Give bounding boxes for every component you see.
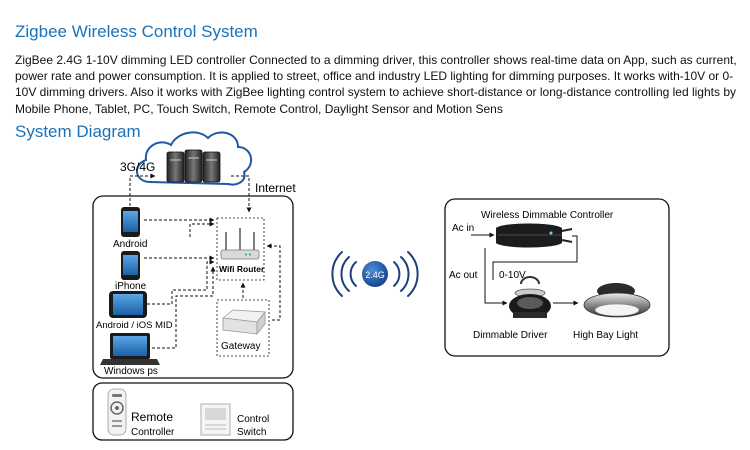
iphone-label: iPhone bbox=[115, 281, 147, 292]
internet-label: Internet bbox=[255, 181, 296, 195]
section-title: System Diagram bbox=[15, 122, 141, 141]
tablet-label: Android / iOS MID bbox=[96, 320, 173, 331]
pc-label: Windows ps bbox=[104, 366, 158, 377]
page-title: Zigbee Wireless Control System bbox=[15, 22, 258, 41]
laptop-icon[interactable] bbox=[100, 333, 160, 365]
android-phone-icon[interactable] bbox=[121, 207, 140, 237]
driver-label: Dimmable Driver bbox=[473, 330, 548, 341]
dim-range-label: 0-10V bbox=[499, 270, 526, 281]
android-label: Android bbox=[113, 239, 147, 250]
switch-label-line1: Control bbox=[237, 414, 269, 425]
remote-label-line1: Remote bbox=[131, 410, 173, 424]
wiring-lines bbox=[484, 235, 579, 306]
ac-in-label: Ac in bbox=[452, 223, 474, 234]
remote-controller-icon[interactable] bbox=[107, 388, 127, 436]
wifi-router-icon[interactable] bbox=[220, 228, 260, 260]
iphone-icon[interactable] bbox=[121, 251, 140, 280]
wireless-signal-icon bbox=[331, 251, 419, 297]
controller-label: Wireless Dimmable Controller bbox=[481, 210, 614, 221]
device-panel bbox=[92, 195, 294, 379]
signal-badge bbox=[362, 261, 388, 287]
control-switch-icon[interactable] bbox=[200, 403, 231, 436]
accessory-panel bbox=[92, 382, 294, 441]
signal-badge-label: 2.4G bbox=[365, 270, 385, 280]
router-label: Wifi Router bbox=[219, 264, 265, 274]
device-links bbox=[144, 217, 281, 349]
server-icon bbox=[166, 149, 221, 183]
high-bay-light-icon[interactable] bbox=[583, 283, 651, 318]
router-area bbox=[216, 217, 265, 281]
ac-out-label: Ac out bbox=[449, 270, 478, 281]
light-label: High Bay Light bbox=[573, 330, 638, 341]
switch-label-line2: Switch bbox=[237, 427, 266, 438]
cloud-label: 3G/4G bbox=[120, 160, 155, 174]
wireless-controller-icon[interactable] bbox=[496, 223, 573, 248]
remote-label-line2: Controller bbox=[131, 427, 175, 438]
product-description: ZigBee 2.4G 1-10V dimming LED controller… bbox=[15, 53, 737, 116]
tablet-icon[interactable] bbox=[109, 291, 147, 318]
gateway-area bbox=[216, 299, 270, 357]
gateway-icon[interactable] bbox=[222, 309, 266, 336]
wiring-panel bbox=[444, 198, 670, 357]
gateway-label: Gateway bbox=[221, 341, 260, 352]
dimmable-driver-icon[interactable] bbox=[509, 276, 551, 318]
